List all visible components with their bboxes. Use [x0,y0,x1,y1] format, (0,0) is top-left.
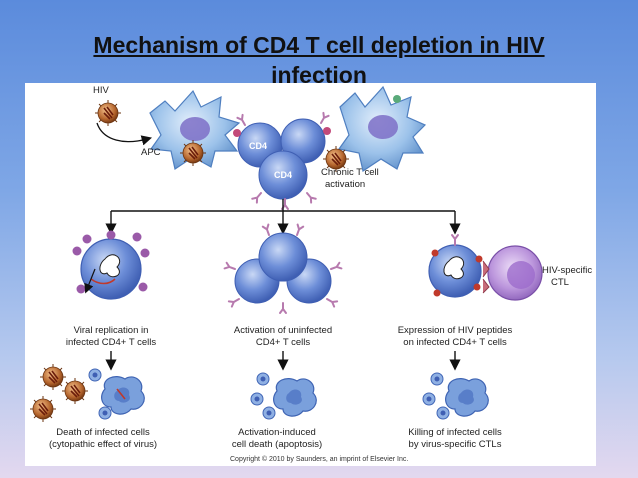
copyright-notice: Copyright © 2010 by Saunders, an imprint… [230,455,408,463]
title-line-1: Mechanism of CD4 T cell depletion in HIV [93,32,545,58]
down-arrows [105,351,461,371]
killing-label-2: by virus-specific CTLs [409,439,502,450]
hiv-specific-ctl [482,245,543,301]
chronic-activation-label-2: activation [325,179,365,190]
apoptotic-cell [250,372,317,420]
apc-left [149,89,241,170]
hiv-label: HIV [93,85,110,96]
mhc-marker [393,95,401,103]
cd4-label-2: CD4 [274,170,292,180]
hiv-depletion-figure: HIV APC CD4 CD4 Chronic T cell activatio… [25,83,596,466]
expression-label-2: on infected CD4+ T cells [403,337,507,348]
ctl-label-2: CTL [551,277,569,288]
hiv-virion [94,99,122,127]
expression-label-1: Expression of HIV peptides [398,325,513,336]
aicd-label-1: Activation-induced [238,427,316,438]
infected-cd4-cell [72,230,150,300]
apc-right [337,85,427,172]
cd4-cell-cluster [233,111,331,210]
dying-infected-cell [88,368,145,420]
branch-arrows [105,199,461,235]
ctl-label-1: HIV-specific [542,265,592,276]
apc-label: APC [141,147,161,158]
slide-title: Mechanism of CD4 T cell depletion in HIV… [0,30,638,90]
released-virions [29,363,89,423]
cd4-label-1: CD4 [249,141,267,151]
activated-uninfected-cells [223,223,343,314]
death-label-1: Death of infected cells [56,427,150,438]
budding-arrow [84,268,96,294]
hiv-uptake-arrow [96,122,153,146]
activation-label-1: Activation of uninfected [234,325,332,336]
death-label-2: (cytopathic effect of virus) [49,439,157,450]
ctl-killed-cell [422,372,489,420]
viral-replication-label-1: Viral replication in [74,325,149,336]
aicd-label-2: cell death (apoptosis) [232,439,322,450]
peptide-presenting-cell [428,234,483,298]
viral-replication-label-2: infected CD4+ T cells [66,337,156,348]
killing-label-1: Killing of infected cells [408,427,502,438]
activation-label-2: CD4+ T cells [256,337,311,348]
chronic-activation-label-1: Chronic T cell [321,167,379,178]
